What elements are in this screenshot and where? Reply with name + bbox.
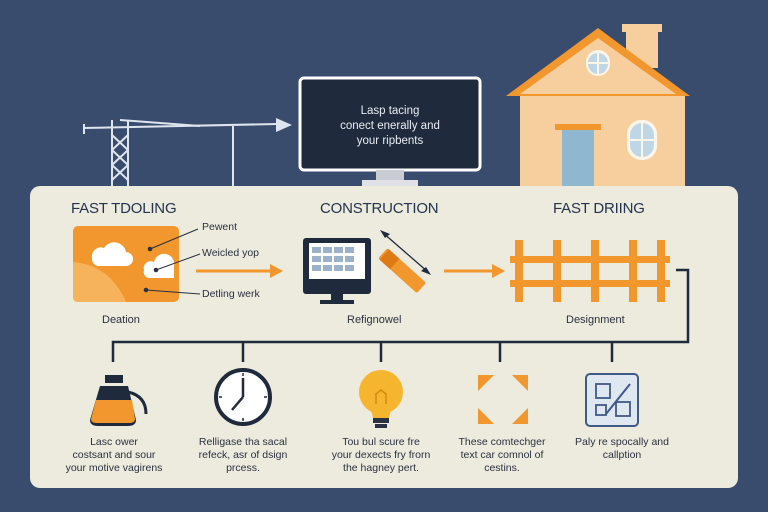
flow-connector [111, 268, 690, 362]
step-line: costsant and sour [72, 449, 156, 461]
step-line: prcess. [226, 462, 260, 474]
step-line: Tou bul scure fre [342, 436, 420, 448]
monitor-line-2: conect enerally and [340, 120, 440, 132]
callout-label: Weicled yop [202, 247, 260, 259]
clock-icon [214, 368, 272, 426]
step-line: Paly re spocally and [575, 436, 669, 448]
monitor-icon [298, 76, 482, 187]
kettle-icon [90, 375, 148, 426]
section-caption-construction: Refignowel [347, 314, 402, 326]
section-title-construction: CONSTRUCTION [320, 200, 439, 217]
monitor-text: Lasp tacing conect enerally and your rip… [305, 104, 475, 149]
section-title-tooling: FAST TDOLING [71, 200, 177, 217]
callout-label: Pewent [202, 221, 238, 233]
step-description: Tou bul scure fre your dexects fry frorn… [316, 436, 446, 475]
step-description: Relligase tha sacal refeck, asr of dsign… [180, 436, 306, 475]
step-description: Lasc ower costsant and sour your motive … [50, 436, 178, 475]
arrow-right-icon [196, 264, 283, 278]
cloud-card-icon [73, 226, 179, 302]
step-line: text car comnol of [460, 449, 544, 461]
step-line: Lasc ower [90, 436, 138, 448]
step-line: the hagney pert. [343, 462, 419, 474]
monitor-line-3: your ripbents [356, 135, 424, 147]
step-line: your dexects fry frorn [331, 449, 431, 461]
step-line: cestins. [484, 462, 520, 474]
step-line: Relligase tha sacal [198, 436, 288, 448]
crane-icon [83, 118, 292, 186]
fence-icon [510, 240, 670, 302]
monitor-line-1: Lasp tacing [360, 105, 420, 117]
section-title-drying: FAST DRIING [553, 200, 645, 217]
section-caption-tooling: Deation [102, 314, 140, 326]
arrow-right-icon [444, 264, 505, 278]
focus-frame-icon [478, 375, 528, 424]
section-caption-drying: Designment [566, 314, 625, 326]
callout-label: Detling werk [202, 288, 260, 300]
blueprint-monitor-icon [303, 230, 431, 304]
step-line: callption [602, 449, 642, 461]
house-icon [506, 24, 690, 190]
step-line: These comtechger [458, 436, 546, 448]
step-description: These comtechger text car comnol of cest… [446, 436, 558, 475]
step-description: Paly re spocally and callption [560, 436, 684, 462]
step-line: refeck, asr of dsign [198, 449, 288, 461]
lightbulb-icon [359, 370, 403, 428]
blueprint-icon [585, 373, 639, 427]
step-line: your motive vagirens [65, 462, 163, 474]
